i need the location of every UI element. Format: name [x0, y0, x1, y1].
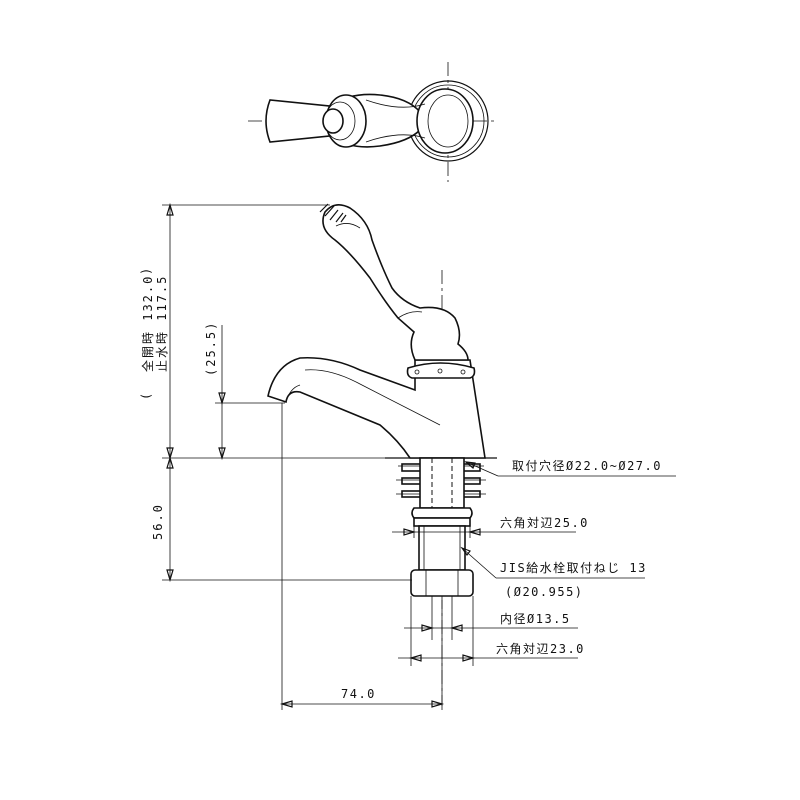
hex-lower-label: 六角対辺23.0 [496, 642, 585, 656]
hex-upper-label: 六角対辺25.0 [500, 516, 589, 530]
inner-diameter-label: 内径Ø13.5 [500, 612, 571, 626]
thread-diameter-label: (Ø20.955) [505, 585, 584, 599]
total-height-closed-label: 止水時 117.5 [155, 275, 169, 372]
front-view [267, 203, 497, 706]
mounting-hole-label: 取付穴径Ø22.0~Ø27.0 [512, 458, 662, 473]
bracket-open: ( [139, 391, 153, 400]
thread-label: JIS給水栓取付ねじ 13 [500, 560, 647, 575]
dimension-labels: 全開時 132.0 止水時 117.5 ( ) (25.5) 56.0 74.0… [139, 266, 662, 701]
dimension-lines [162, 202, 676, 710]
lower-length-label: 56.0 [151, 503, 165, 540]
spout-height-label: (25.5) [204, 321, 218, 376]
top-view [248, 62, 498, 182]
spout-reach-label: 74.0 [341, 687, 376, 701]
total-height-open-label: 全開時 132.0 [140, 275, 155, 372]
bracket-close: ) [139, 266, 153, 275]
